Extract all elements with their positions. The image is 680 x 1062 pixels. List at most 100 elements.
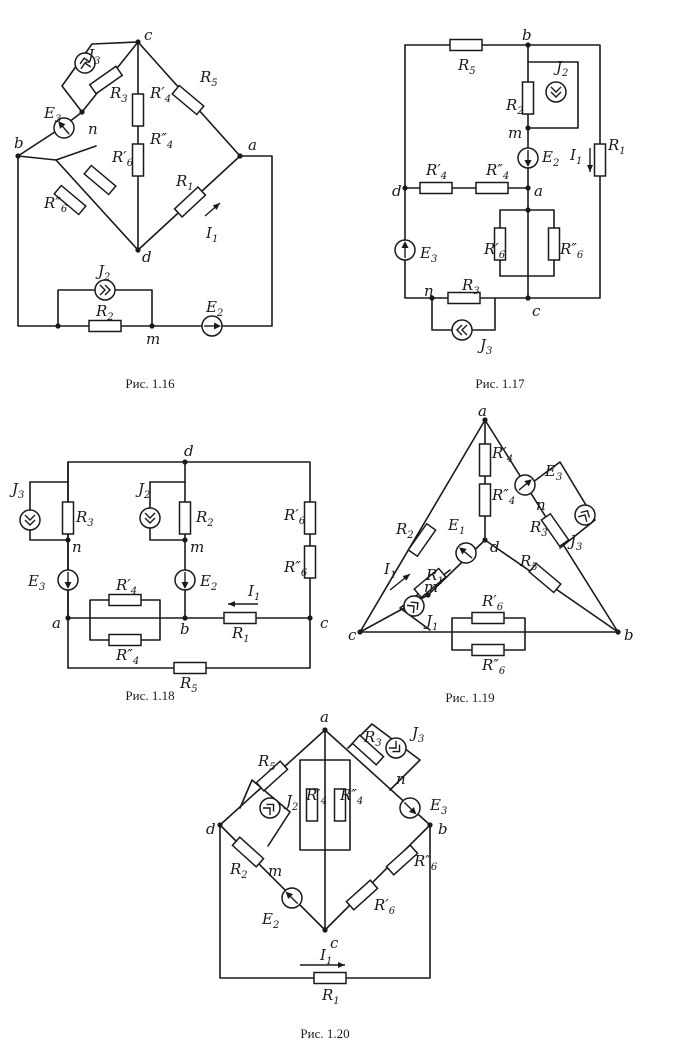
label-d: d bbox=[142, 248, 152, 266]
resistor-r3 bbox=[88, 65, 124, 95]
label-i1: I1 bbox=[319, 946, 332, 967]
resistor-r1 bbox=[413, 567, 447, 599]
resistor-r1 bbox=[593, 143, 607, 177]
label-r6-dprime: R″6 bbox=[43, 194, 68, 215]
emf-source-e2 bbox=[517, 147, 539, 169]
label-j2: J2 bbox=[283, 792, 298, 813]
current-source-j2 bbox=[259, 797, 281, 819]
resistor-r4-prime bbox=[108, 593, 142, 607]
label-e3: E3 bbox=[27, 572, 45, 593]
junction-dot bbox=[525, 42, 531, 48]
junction-dot bbox=[237, 153, 243, 159]
branch-a-c bbox=[359, 419, 486, 633]
junction-dot bbox=[182, 615, 188, 621]
current-source-j3 bbox=[19, 509, 41, 531]
label-r3: R3 bbox=[363, 728, 382, 749]
label-n: n bbox=[72, 538, 82, 556]
wire-bottom bbox=[57, 155, 273, 327]
resistor-r4-dprime bbox=[108, 633, 142, 647]
branch-r6-b bbox=[55, 159, 139, 251]
branch-r6 bbox=[499, 209, 555, 277]
label-i1: I1 bbox=[569, 146, 582, 167]
label-r3: R3 bbox=[529, 518, 548, 539]
label-r4-prime: R′4 bbox=[491, 444, 513, 465]
label-e2: E2 bbox=[261, 910, 279, 931]
label-r6-prime: R′6 bbox=[483, 240, 506, 261]
current-source-j3 bbox=[74, 52, 96, 74]
label-r5: R5 bbox=[457, 56, 476, 77]
label-b: b bbox=[14, 134, 24, 152]
current-source-j3 bbox=[574, 504, 596, 526]
resistor-r6-dprime bbox=[303, 545, 317, 579]
resistor-r5 bbox=[171, 84, 205, 116]
current-arrow-i1 bbox=[204, 202, 221, 217]
junction-dot bbox=[79, 109, 85, 115]
label-a: a bbox=[478, 402, 487, 420]
label-j2: J2 bbox=[95, 262, 110, 283]
label-r6-prime: R′6 bbox=[373, 896, 396, 917]
current-source-j3 bbox=[385, 737, 407, 759]
label-r6-dprime: R″6 bbox=[559, 240, 584, 261]
label-r6-prime: R′6 bbox=[283, 506, 306, 527]
label-r1: R1 bbox=[607, 136, 626, 157]
label-c: c bbox=[348, 626, 357, 644]
resistor-r2 bbox=[521, 81, 535, 115]
branch-j2 bbox=[527, 61, 579, 129]
junction-dot bbox=[322, 727, 328, 733]
resistor-r2 bbox=[178, 501, 192, 535]
label-e3: E3 bbox=[419, 244, 437, 265]
label-j3: J3 bbox=[567, 532, 582, 553]
resistor-r3 bbox=[61, 501, 75, 535]
resistor-r6-dprime bbox=[471, 643, 505, 657]
label-r1: R1 bbox=[321, 986, 340, 1007]
resistor-r3 bbox=[540, 512, 570, 548]
label-d: d bbox=[392, 182, 402, 200]
branch-r6 bbox=[451, 617, 526, 651]
label-n: n bbox=[396, 770, 406, 788]
junction-dot bbox=[65, 537, 71, 543]
branch-r6-a bbox=[17, 155, 57, 161]
emf-source-e3 bbox=[53, 117, 75, 139]
label-r6-dprime: R″6 bbox=[413, 852, 438, 873]
label-m: m bbox=[424, 578, 438, 596]
label-r4-prime: R′4 bbox=[305, 786, 327, 807]
emf-source-e2 bbox=[174, 569, 196, 591]
junction-dot bbox=[135, 39, 141, 45]
label-a: a bbox=[52, 614, 61, 632]
resistor-r6-prime bbox=[303, 501, 317, 535]
junction-dot bbox=[182, 537, 188, 543]
label-i1: I1 bbox=[247, 582, 260, 603]
resistor-r1 bbox=[223, 611, 257, 625]
resistor-r6-prime bbox=[471, 611, 505, 625]
branch-j2 bbox=[149, 481, 186, 541]
label-i1: I1 bbox=[383, 560, 396, 581]
label-r6-dprime: R″6 bbox=[481, 656, 506, 677]
label-a: a bbox=[320, 708, 329, 726]
label-r6-prime: R′6 bbox=[111, 148, 134, 169]
current-arrow-i1 bbox=[300, 962, 345, 968]
label-r4-dprime: R″4 bbox=[339, 786, 363, 807]
junction-dot bbox=[182, 459, 188, 465]
resistor-r6-prime bbox=[493, 227, 507, 261]
label-r4-dprime: R″4 bbox=[149, 130, 173, 151]
resistor-r2 bbox=[231, 836, 265, 868]
label-r6-dprime: R″6 bbox=[283, 558, 308, 579]
label-b: b bbox=[180, 620, 190, 638]
resistor-r3 bbox=[447, 291, 481, 305]
wire-outer-left bbox=[404, 44, 441, 299]
label-m: m bbox=[268, 862, 282, 880]
resistor-r6-dprime bbox=[53, 184, 87, 216]
current-source-j3 bbox=[451, 319, 473, 341]
resistor-r5 bbox=[449, 38, 483, 52]
label-r3: R3 bbox=[75, 508, 94, 529]
branch-j2 bbox=[239, 779, 291, 847]
resistor-r2 bbox=[407, 522, 437, 558]
label-e2: E2 bbox=[541, 148, 559, 169]
branch-r4 bbox=[89, 599, 161, 641]
resistor-r3 bbox=[351, 734, 385, 766]
label-e2: E2 bbox=[205, 298, 223, 319]
resistor-r6-prime bbox=[345, 879, 379, 911]
emf-source-e3 bbox=[399, 797, 421, 819]
label-e2: E2 bbox=[199, 572, 217, 593]
